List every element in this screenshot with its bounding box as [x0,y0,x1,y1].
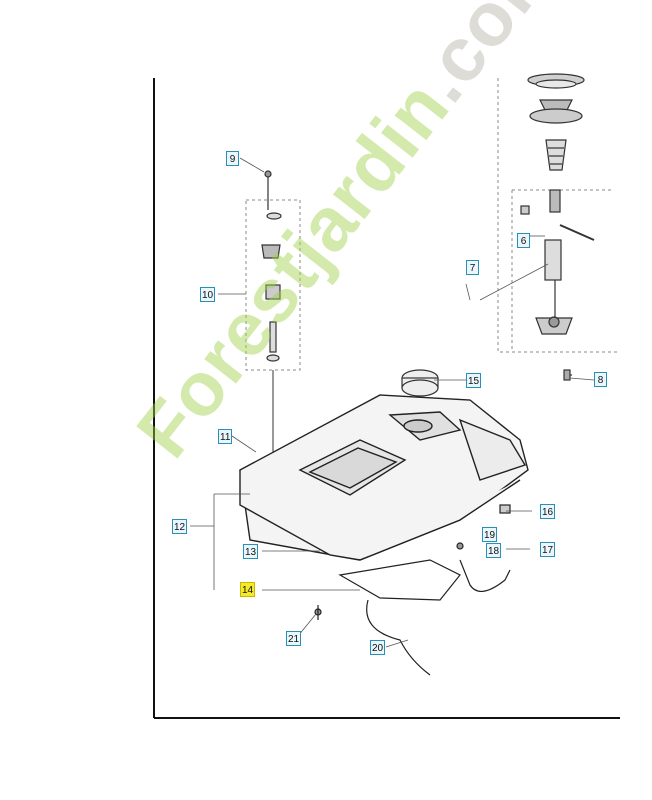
callout-20: 20 [370,640,386,655]
callout-19: 19 [482,527,498,542]
frame [153,78,620,719]
rod-assembly [261,170,282,490]
callout-7: 7 [466,260,479,275]
callout-11: 11 [218,429,233,444]
callout-21: 21 [286,631,302,646]
detail-boxes [245,78,618,371]
leader-lines [190,157,595,648]
callout-13: 13 [243,544,259,559]
callout-15: 15 [466,373,482,388]
callout-18: 18 [486,543,502,558]
base-and-cable [314,504,511,676]
callout-12: 12 [172,519,188,534]
callout-9: 9 [226,151,239,166]
fuel-cap [401,369,439,397]
callout-10: 10 [200,287,216,302]
main-housing [239,394,529,561]
callout-17: 17 [540,542,556,557]
callout-8: 8 [594,372,607,387]
callout-14: 14 [240,582,256,597]
callout-16: 16 [540,504,556,519]
cap-assembly [520,73,595,381]
callout-6: 6 [517,233,530,248]
